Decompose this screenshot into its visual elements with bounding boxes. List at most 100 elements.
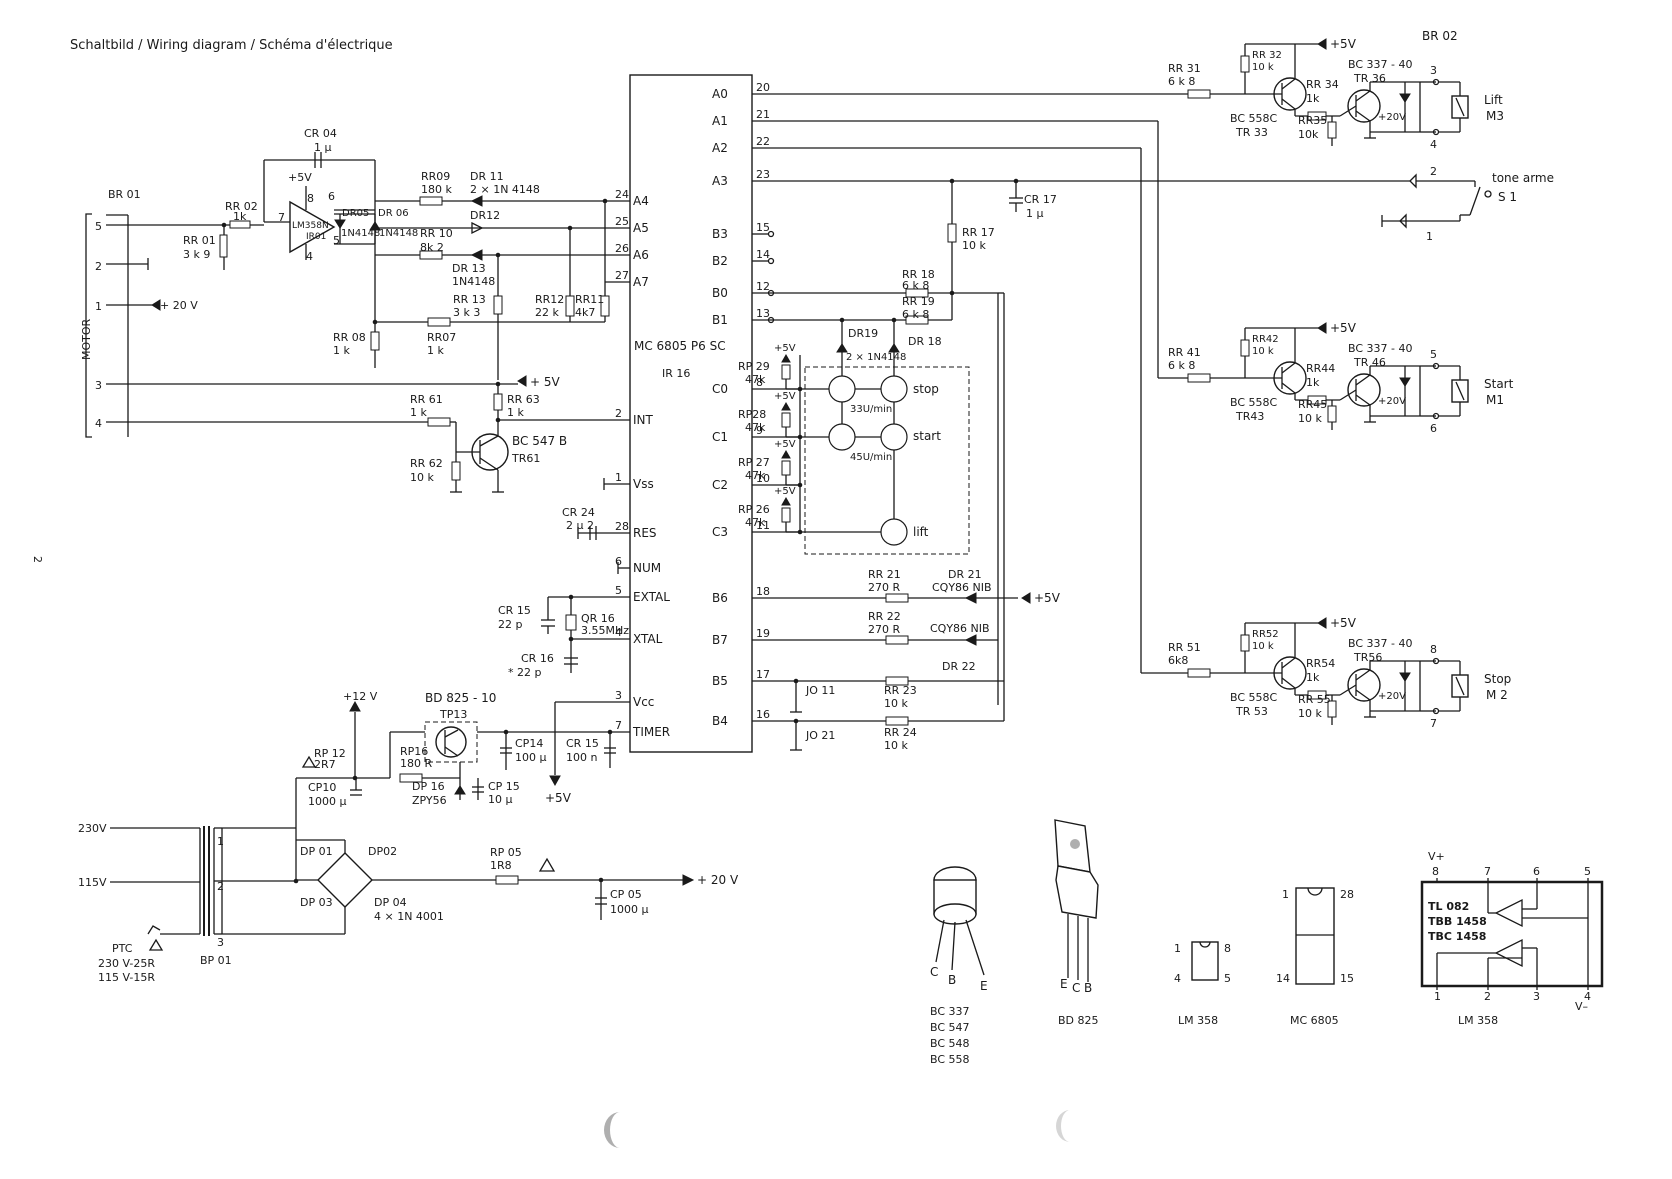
mcu-pin-c1-number: 9 [756,424,763,437]
bd825-label: BD 825 - 10 [425,691,496,705]
relay-stop-pin-b: 7 [1430,717,1437,730]
tp13-ref: TP13 [439,708,467,721]
mcu-pin-num-name: NUM [633,561,661,575]
speed-33: 33U/min [850,404,892,415]
bp01-ref: BP 01 [200,954,232,967]
relay-lift-rb-ref: RR 34 [1306,78,1339,91]
rp16-value: 180 R [400,757,432,770]
mcu-pin-a7-name: A7 [633,275,649,289]
relay-stop-rb-ref: RR54 [1306,657,1335,670]
lm358-equiv-1: TL 082 [1428,900,1469,913]
relay-start-rb-value: 1k [1306,376,1320,389]
mcu-pin-xtal-number: 4 [615,626,622,639]
cr15b-ref: CR 15 [566,737,599,750]
rp12-value: 2R7 [314,758,336,771]
mcu-pin-c2-name: C2 [712,478,728,492]
pullup-rp27-value: 47k [745,469,766,482]
to92-part-1: BC 337 [930,1005,970,1018]
keypad-section: RR 17 10 k CR 17 1 µ RR 18 6 k 8 RR 19 6… [738,178,1057,705]
mcu-pin-b0-number: 12 [756,280,770,293]
relay-stop-vcoil: +20V [1378,691,1406,702]
motor-connector: BR 01 MOTOR 5 2 1 3 4 + 20 V [80,188,518,438]
tr61-ref: TR61 [511,452,540,465]
mcu-pin-timer-name: TIMER [632,725,670,739]
lm358-vminus: V– [1575,1000,1588,1013]
relay-stop-motor: M 2 [1486,688,1508,702]
rr23-value: 10 k [884,697,908,710]
xfmr-pin-1: 1 [217,835,224,848]
int-section: + 5V RR 63 1 k RR 61 1 k BC 547 B TR61 R… [410,375,630,493]
binding-hole-icon [604,1112,620,1148]
rr09-ref: RR09 [421,170,450,183]
relay-stop-re-value: 10 k [1298,707,1322,720]
dr05-ref: DR05 [342,208,369,219]
rr02-ref: RR 02 [225,200,258,213]
mcu-pin-a4-number: 24 [615,188,629,201]
cp10-value: 1000 µ [308,795,347,808]
mcu-pin-a6-name: A6 [633,248,649,262]
relay-lift-vcoil: +20V [1378,112,1406,123]
rr19-ref: RR 19 [902,295,935,308]
pullup-rp26-ref: RP 26 [738,503,770,516]
reg-vout: +5V [545,791,572,805]
dr06-type: 1N4148 [379,228,418,239]
lm358-dip-part: LM 358 [1178,1014,1218,1027]
rr10-ref: RR 10 [420,227,453,240]
pullup-rp28-supply: +5V [774,391,796,402]
relay-lift-rpu-value: 10 k [1252,62,1274,73]
tone-arm-ref: S 1 [1498,190,1517,204]
mcu-pin-b1-name: B1 [712,313,728,327]
mcu-pin-a7-number: 27 [615,269,629,282]
relay-stop-vtop: +5V [1330,616,1357,630]
to126-pin-b: B [1084,981,1092,995]
mcu-pin-a6-number: 26 [615,242,629,255]
mc6805-dip-pin-14: 14 [1276,972,1290,985]
mcu-pin-vcc-name: Vcc [633,695,654,709]
relay-wiring [752,93,1410,674]
lm358-vplus: V+ [1428,850,1445,863]
mcu-pin-b5-number: 17 [756,668,770,681]
relay-lift-rin-value: 6 k 8 [1168,75,1195,88]
mcu-pin-c1-name: C1 [712,430,728,444]
relay-start-motor: M1 [1486,393,1504,407]
int-supply: + 5V [530,375,561,389]
relay-lift-connector: BR 02 [1422,29,1458,43]
relay-stop-pnp-type: BC 558C [1230,691,1278,704]
mcu-pin-b6-number: 18 [756,585,770,598]
rr24-value: 10 k [884,739,908,752]
cp15-ref: CP 15 [488,780,520,793]
mcu-pin-b1-number: 13 [756,307,770,320]
mcu-pin-xtal-name: XTAL [633,632,663,646]
rr01-value: 3 k 9 [183,248,210,261]
mcu-pin-a5-number: 25 [615,215,629,228]
mcu-pin-extal-name: EXTAL [633,590,670,604]
opamp-pin-6: 6 [328,190,335,203]
dr22-ref: DR 22 [942,660,976,673]
to126-part: BD 825 [1058,1014,1099,1027]
relay-stop-re-ref: RR 55 [1298,693,1331,706]
rr18-ref: RR 18 [902,268,935,281]
to126-mount-hole-icon [1070,839,1080,849]
dr11-value: 2 × 1N 4148 [470,183,540,196]
relay-stop-rin-ref: RR 51 [1168,641,1201,654]
lm358-dip-pin-4: 4 [1174,972,1181,985]
lm358-internal-part: LM 358 [1458,1014,1498,1027]
package-to92: C B E BC 337 BC 547 BC 548 BC 558 [930,866,988,1066]
mcu-pin-res-number: 28 [615,520,629,533]
mc6805-dip-pin-15: 15 [1340,972,1354,985]
relay-lift-name: Lift [1484,93,1503,107]
pullup-rp27-ref: RP 27 [738,456,770,469]
dp16-value: ZPY56 [412,794,447,807]
dp04-ref: DP 04 [374,896,407,909]
regulator-section: +5V BD 825 - 10 TP13 +12 V RP16 180 R DP… [295,690,630,880]
relay-lift-pnp-type: BC 558C [1230,112,1278,125]
relay-start-name: Start [1484,377,1514,391]
mcu-pin-int-name: INT [633,413,654,427]
relay-stop-rb-value: 1k [1306,671,1320,684]
mcu-pin-c3-number: 11 [756,519,770,532]
to126-pin-e: E [1060,977,1068,991]
rr21-value: 270 R [868,581,900,594]
relay-lift-re-ref: RR35 [1298,114,1327,127]
lm358-top-pin-7: 7 [1484,865,1491,878]
